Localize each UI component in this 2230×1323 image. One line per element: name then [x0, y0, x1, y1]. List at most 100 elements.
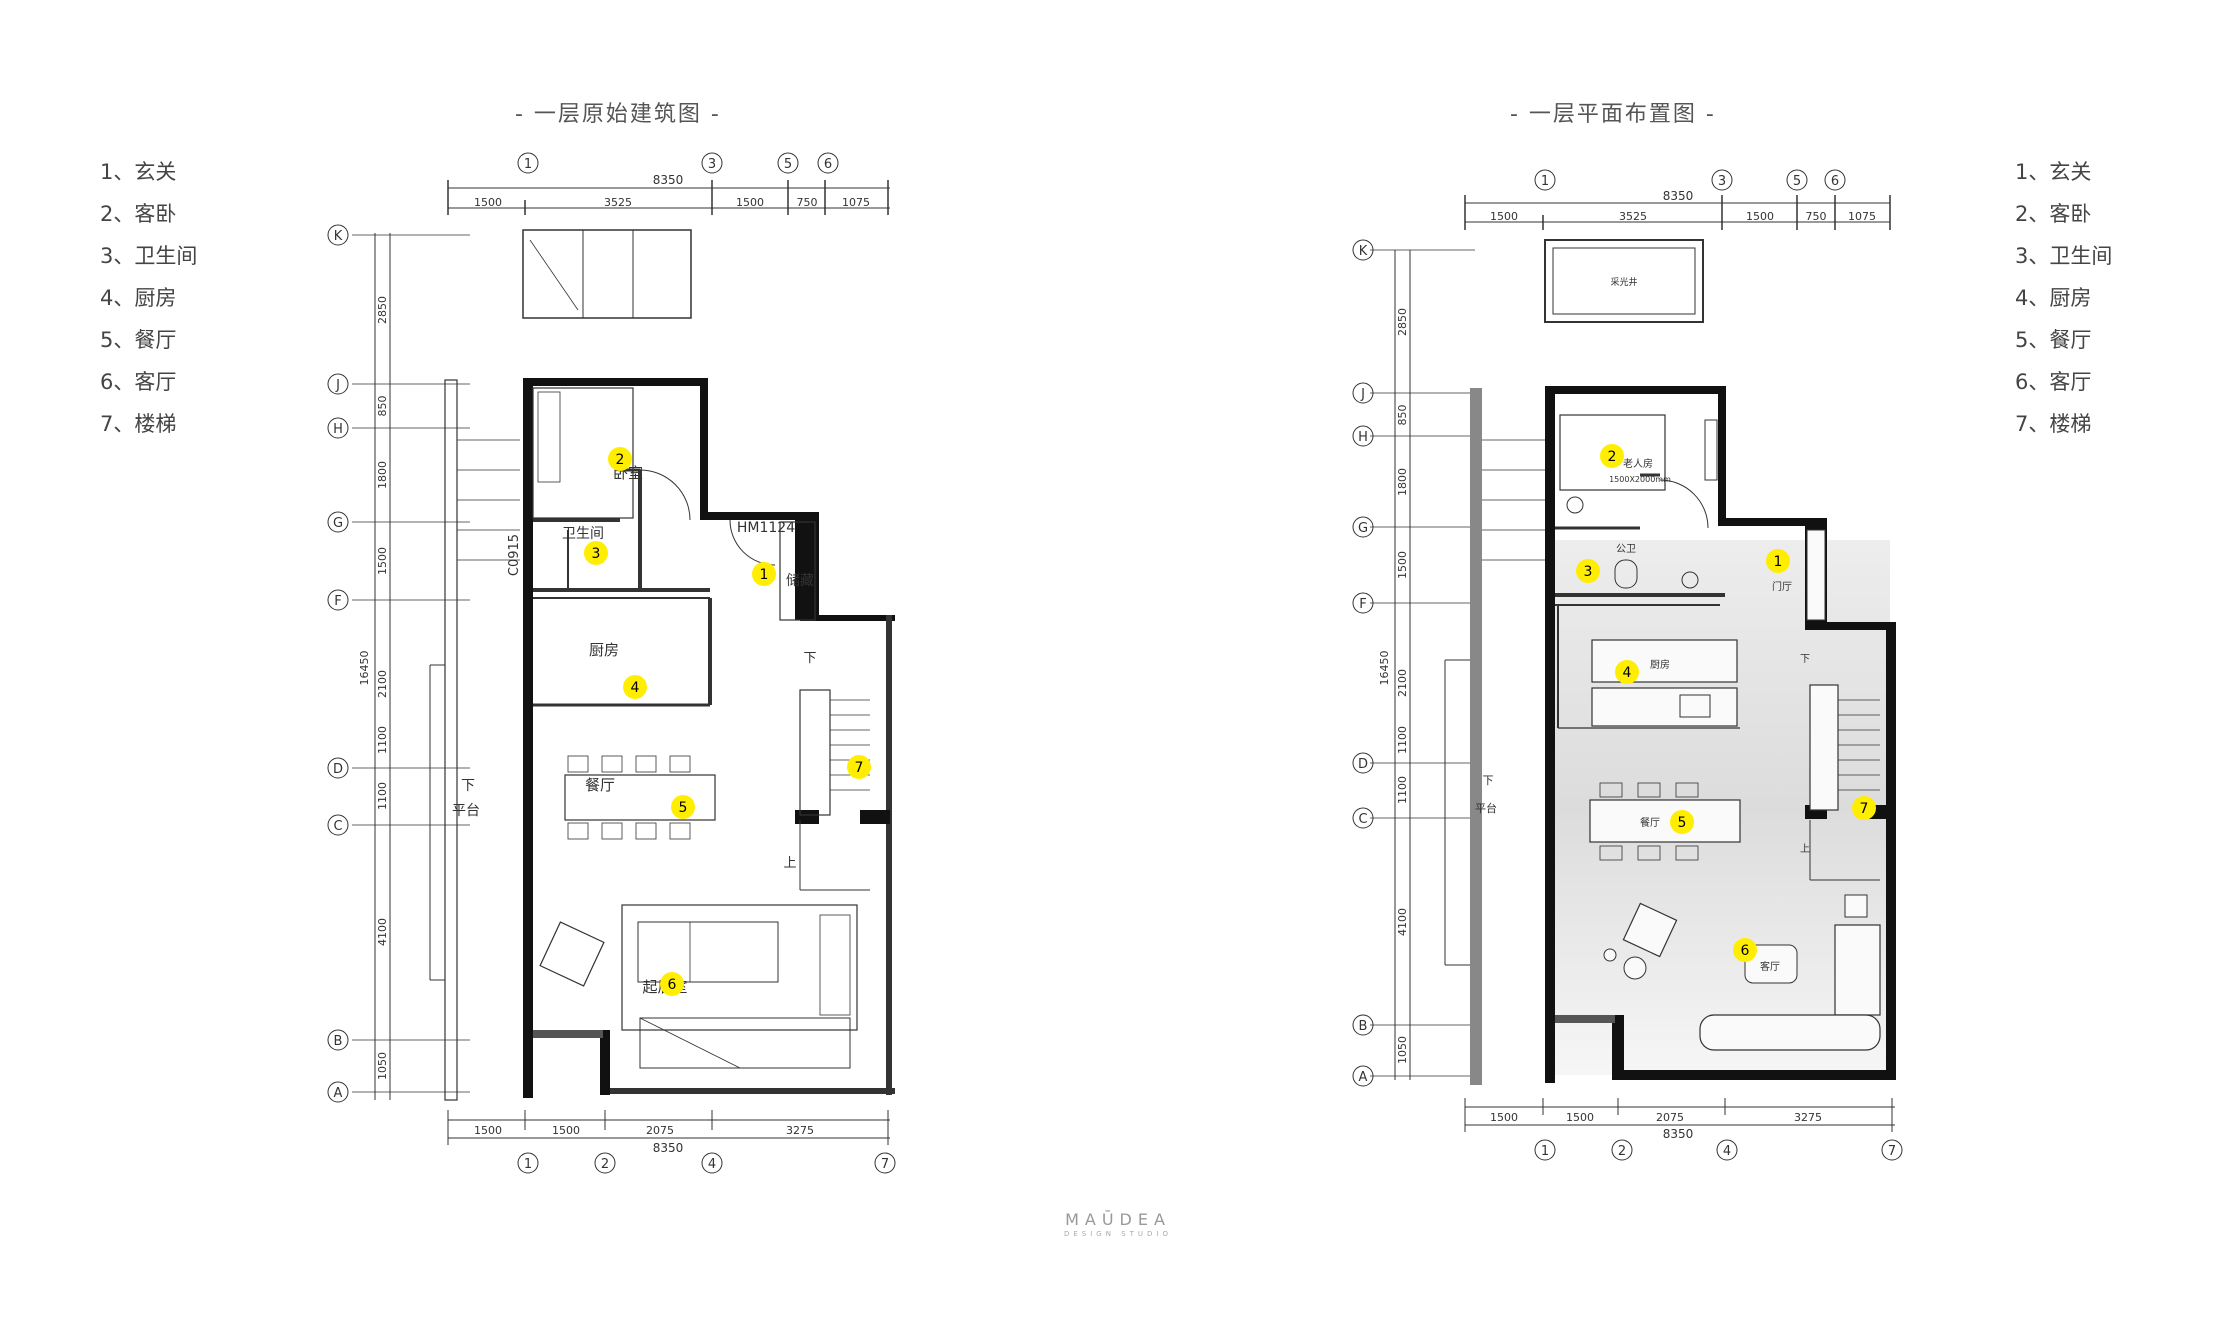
axis-label: G: [1358, 521, 1368, 536]
axis-label: J: [1360, 387, 1365, 402]
dim-span: 850: [376, 396, 389, 417]
axis-label: A: [334, 1086, 343, 1101]
room-label: 餐厅: [585, 776, 615, 794]
legend-item: 4、厨房: [2015, 286, 2092, 310]
right-plan: [1352, 169, 1896, 1087]
room-label: 采光井: [1610, 276, 1637, 288]
dim-span: 2850: [1396, 308, 1409, 336]
dim-span: 850: [1396, 405, 1409, 426]
room-marker: [660, 972, 684, 996]
legend-item: 5、餐厅: [100, 328, 177, 352]
room-label: 公卫: [1616, 544, 1636, 555]
markers: 1 2 3 4 5 6 7 1 2 3 4 5 6 7: [584, 444, 1876, 996]
axis-label: F: [1359, 597, 1366, 612]
left-bottom-dims: [447, 1110, 896, 1174]
dim-span: 1100: [1396, 726, 1409, 754]
axis-label: 6: [1831, 174, 1839, 189]
axis-label: G: [333, 516, 343, 531]
legend-right: 1、玄关 2、客卧 3、卫生间 4、厨房 5、餐厅 6、客厅 7、楼梯: [2015, 162, 2112, 456]
dim-total: 16450: [358, 651, 371, 686]
axis-label: 1: [524, 1157, 532, 1172]
marker-label: 4: [631, 680, 640, 696]
dim-span: 1800: [376, 461, 389, 489]
dim-total: 16450: [1378, 651, 1391, 686]
legend-item: 7、楼梯: [2015, 412, 2092, 436]
axis-label: B: [334, 1034, 343, 1049]
axis-label: A: [1359, 1070, 1368, 1085]
room-label: 平台: [1475, 801, 1497, 815]
dim-span: 1100: [376, 782, 389, 810]
room-marker: [1852, 796, 1876, 820]
room-label: 门厅: [1772, 580, 1792, 593]
axis-label: 5: [1793, 174, 1801, 189]
dim-total: 8350: [1663, 189, 1694, 203]
room-marker: [623, 675, 647, 699]
marker-label: 2: [616, 452, 625, 468]
marker-label: 6: [668, 977, 677, 993]
room-label: 老人房: [1623, 457, 1653, 470]
axis-label: D: [1358, 757, 1368, 772]
axis-label: 3: [1718, 174, 1726, 189]
dim-span: 2075: [646, 1124, 674, 1137]
legend-item: 3、卫生间: [100, 244, 198, 268]
dim-total: 8350: [1663, 1127, 1694, 1141]
room-label: 下: [803, 651, 816, 666]
dim-span: 3525: [1619, 210, 1647, 223]
room-marker: [671, 795, 695, 819]
dim-span: 1800: [1396, 468, 1409, 496]
room-label: 厨房: [589, 641, 619, 659]
marker-label: 5: [679, 800, 688, 816]
legend-item: 2、客卧: [100, 202, 177, 226]
dim-span: 1500: [1490, 210, 1518, 223]
legend-item: 2、客卧: [2015, 202, 2092, 226]
room-label: 1500X2000mm: [1609, 475, 1671, 484]
room-label: 餐厅: [1640, 816, 1660, 829]
room-marker: [847, 755, 871, 779]
marker-label: 1: [760, 567, 769, 583]
axis-label: 1: [1541, 1144, 1549, 1159]
dim-span: 1100: [1396, 776, 1409, 804]
legend-item: 4、厨房: [100, 286, 177, 310]
marker-label: 6: [1741, 943, 1750, 959]
axis-label: 4: [708, 1157, 716, 1172]
axis-label: C: [333, 819, 342, 834]
room-label: 下: [461, 778, 475, 794]
axis-label: 2: [601, 1157, 609, 1172]
axis-label: 7: [1888, 1144, 1896, 1159]
legend-item: 6、客厅: [100, 370, 177, 394]
text-layer: 1 3 5 6 8350 1500 3525 1500 750 1075 K J…: [333, 157, 1896, 1172]
axis-label: 2: [1618, 1144, 1626, 1159]
legend-left: 1、玄关 2、客卧 3、卫生间 4、厨房 5、餐厅 6、客厅 7、楼梯: [100, 162, 197, 456]
dim-span: 1075: [1848, 210, 1876, 223]
dim-span: 1500: [1490, 1111, 1518, 1124]
dim-span: 2100: [376, 670, 389, 698]
dim-span: 1500: [1566, 1111, 1594, 1124]
axis-label: B: [1359, 1019, 1368, 1034]
dim-span: 1500: [552, 1124, 580, 1137]
right-plan-title: - 一层平面布置图 -: [1510, 102, 1716, 127]
dim-span: 3275: [786, 1124, 814, 1137]
dim-span: 1050: [376, 1052, 389, 1080]
axis-label: 1: [524, 157, 532, 172]
dim-span: 3275: [1794, 1111, 1822, 1124]
dim-span: 4100: [376, 918, 389, 946]
legend-item: 3、卫生间: [2015, 244, 2113, 268]
room-label: 上: [783, 856, 796, 871]
dim-span: 3525: [604, 196, 632, 209]
room-label: 下: [1800, 654, 1810, 665]
room-marker: [1615, 660, 1639, 684]
room-label: 上: [1800, 843, 1810, 855]
dim-span: 750: [1806, 210, 1827, 223]
axis-label: 6: [824, 157, 832, 172]
axis-label: F: [334, 594, 341, 609]
room-marker: [752, 562, 776, 586]
room-label: 卫生间: [562, 526, 604, 542]
room-marker: [1670, 810, 1694, 834]
door-code: HM1124: [737, 520, 795, 536]
room-marker: [608, 447, 632, 471]
axis-label: H: [1358, 430, 1368, 445]
axis-label: 1: [1541, 174, 1549, 189]
room-label: 储藏: [786, 573, 814, 589]
right-bottom-dims: [1464, 1098, 1903, 1161]
